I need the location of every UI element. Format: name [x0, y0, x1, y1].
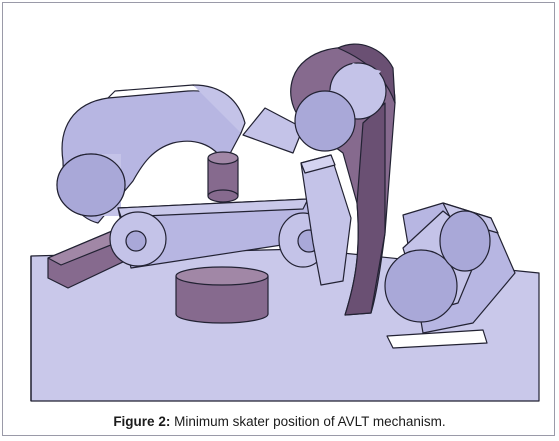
figure-caption-text: Minimum skater position of AVLT mechanis…: [170, 414, 446, 429]
left-pivot-hole: [125, 230, 147, 252]
base-slot: [386, 329, 488, 349]
right-cylinder-face: [384, 249, 458, 323]
avlt-mechanism-illustration: [30, 43, 540, 402]
figure-caption: Figure 2: Minimum skater position of AVL…: [0, 414, 559, 429]
base-cylinder-top: [175, 266, 269, 286]
angled-plate: [242, 107, 304, 154]
figure-frame: [2, 2, 555, 436]
figure-label: Figure 2:: [113, 414, 171, 429]
top-cylinder-face: [294, 90, 356, 152]
cad-render: [3, 3, 556, 403]
